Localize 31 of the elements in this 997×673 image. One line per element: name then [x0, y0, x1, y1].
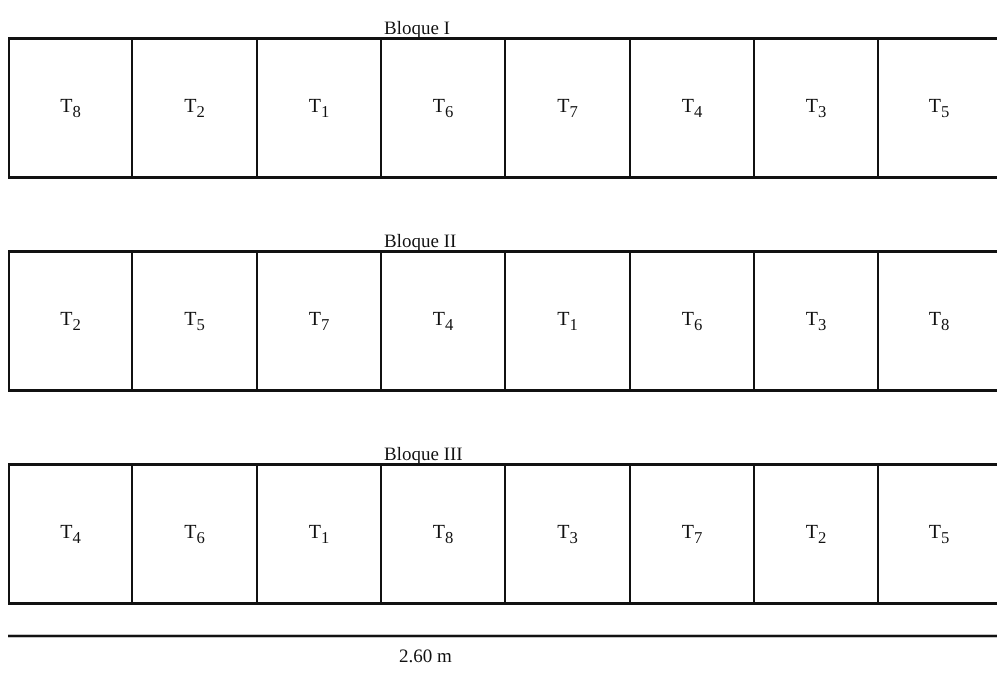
treatment-label: T$_{8}$: [432, 520, 454, 548]
treatment-label: T$_{5}$: [184, 308, 205, 334]
treatment-label: T$_{3}$: [806, 94, 826, 122]
block-heading: Bloque II: [384, 231, 456, 253]
block-strip: [8, 463, 997, 605]
treatment-label: T$_{4}$: [432, 308, 454, 334]
treatment-label: T$_{7}$: [557, 94, 578, 122]
block-heading: Bloque III: [384, 444, 463, 466]
treatment-label: T$_{6}$: [184, 520, 205, 548]
treatment-label: T$_{3}$: [806, 308, 826, 334]
treatment-label: T$_{7}$: [308, 308, 330, 334]
treatment-label: T$_{6}$: [682, 308, 702, 334]
dimension-label: 2.60 m: [399, 646, 452, 668]
treatment-label: T$_{6}$: [432, 94, 454, 122]
treatment-label: T$_{2}$: [806, 520, 826, 548]
treatment-label: T$_{1}$: [308, 94, 330, 122]
treatment-label: T$_{2}$: [60, 308, 81, 334]
treatment-label: T$_{8}$: [928, 308, 950, 334]
treatment-label: T$_{4}$: [682, 94, 702, 122]
treatment-label: T$_{3}$: [557, 520, 578, 548]
treatment-label: T$_{1}$: [308, 520, 330, 548]
treatment-label: T$_{1}$: [557, 308, 578, 334]
treatment-label: T$_{5}$: [928, 520, 950, 548]
treatment-label: T$_{8}$: [60, 94, 81, 122]
treatment-label: T$_{5}$: [928, 94, 950, 122]
treatment-label: T$_{7}$: [682, 520, 702, 548]
block-strip: [8, 37, 997, 179]
block-strip: [8, 250, 997, 392]
treatment-label: T$_{2}$: [184, 94, 205, 122]
block-heading: Bloque I: [384, 18, 450, 40]
treatment-label: T$_{4}$: [60, 520, 81, 548]
